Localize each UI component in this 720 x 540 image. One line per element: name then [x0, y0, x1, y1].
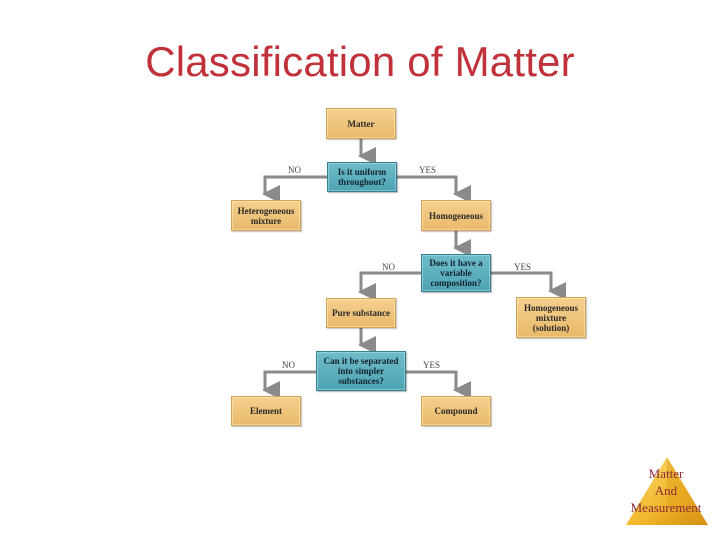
node-question-uniform: Is it uniform throughout?	[327, 162, 397, 192]
node-homogeneous: Homogeneous	[421, 200, 491, 231]
logo-text-line1: Matter	[648, 466, 684, 481]
edge-label-uniform-yes: YES	[419, 165, 437, 175]
node-compound-label: Compound	[434, 406, 478, 416]
node-question-variable: Does it have a variable composition?	[421, 254, 491, 292]
node-pure-substance-label: Pure substance	[331, 308, 391, 318]
slide-title: Classification of Matter	[145, 38, 575, 85]
edge-label-uniform-no: NO	[288, 165, 301, 175]
node-question-separate: Can it be separated into simpler substan…	[316, 351, 406, 391]
node-matter: Matter	[326, 108, 396, 139]
node-matter-label: Matter	[347, 118, 375, 129]
node-element: Element	[231, 396, 301, 426]
triangle-logo-icon	[626, 457, 708, 525]
node-element-label: Element	[250, 406, 282, 416]
logo-text-line3: Measurement	[630, 500, 702, 515]
node-question-variable-label: Does it have a variable composition?	[429, 258, 483, 288]
edge-label-separate-yes: YES	[423, 360, 441, 370]
node-heterogeneous-mixture-label: Heterogeneous mixture	[237, 205, 295, 226]
node-heterogeneous-mixture: Heterogeneous mixture	[231, 200, 301, 231]
node-homogeneous-label: Homogeneous	[429, 210, 483, 221]
edge-label-variable-no: NO	[382, 262, 395, 272]
logo-text: Matter And Measurement	[620, 465, 712, 516]
node-homogeneous-mixture-label: Homogeneous mixture (solution)	[524, 302, 578, 333]
node-question-separate-label: Can it be separated into simpler substan…	[323, 356, 399, 386]
edge-label-separate-no: NO	[282, 360, 295, 370]
edge-label-variable-yes: YES	[514, 262, 532, 272]
node-compound: Compound	[421, 396, 491, 426]
node-homogeneous-mixture: Homogeneous mixture (solution)	[516, 297, 586, 338]
logo-text-line2: And	[654, 483, 678, 498]
node-pure-substance: Pure substance	[326, 298, 396, 328]
node-question-uniform-label: Is it uniform throughout?	[337, 167, 387, 187]
